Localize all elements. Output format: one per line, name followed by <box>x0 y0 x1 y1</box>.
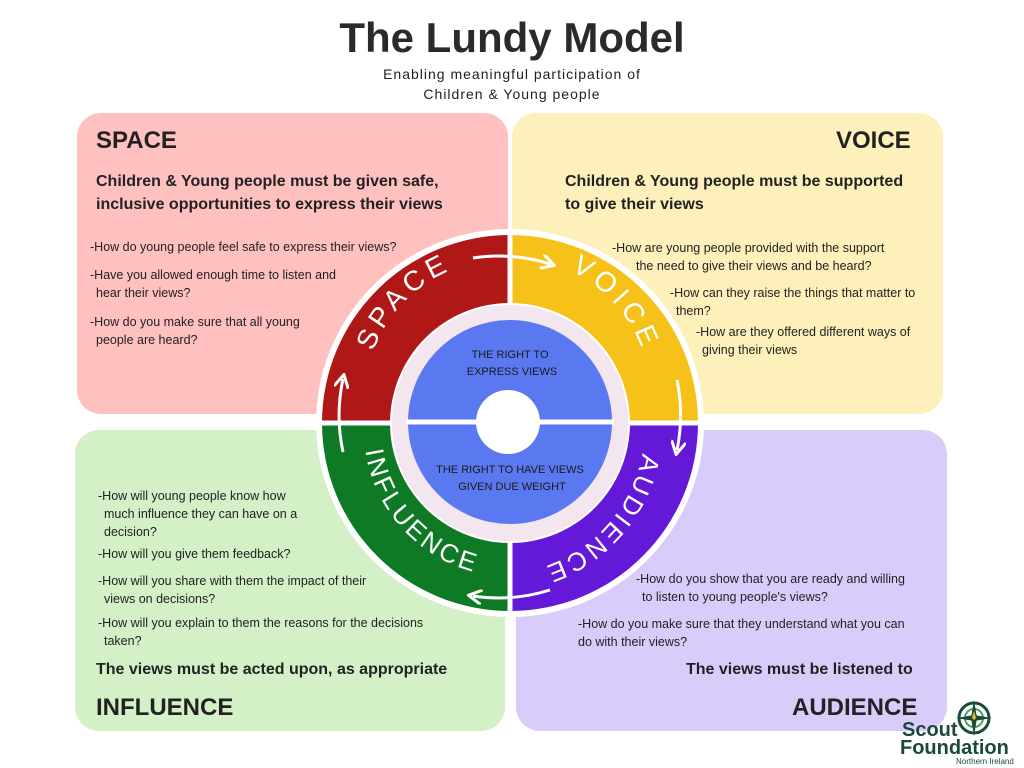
question-line: them? <box>676 304 711 318</box>
space-question: -Have you allowed enough time to listen … <box>90 266 336 302</box>
arrow-influence-to-space <box>339 379 343 453</box>
question-line: -How do young people feel safe to expres… <box>90 240 397 254</box>
space-question: -How do young people feel safe to expres… <box>90 238 396 256</box>
voice-question: -How are they offered different ways of … <box>696 323 910 359</box>
influence-question: -How will you explain to them the reason… <box>98 614 423 650</box>
question-line: -How are they offered different ways of <box>696 325 911 339</box>
logo-word-region: Northern Ireland <box>956 757 1014 766</box>
center-top-line: EXPRESS VIEWS <box>467 366 557 378</box>
influence-ring-segment <box>322 423 510 611</box>
question-line: -How will you share with them the impact… <box>98 574 367 588</box>
question-line: -How will you explain to them the reason… <box>98 616 424 630</box>
question-line: hear their views? <box>96 286 191 300</box>
compass-icon <box>956 700 992 736</box>
question-line: much influence they can have on a <box>104 507 298 521</box>
question-line: views on decisions? <box>104 592 216 606</box>
statement-line: Children & Young people must be supporte… <box>565 173 904 190</box>
question-line: taken? <box>104 634 142 648</box>
question-line: -How are young people provided with the … <box>612 241 885 255</box>
influence-statement: The views must be acted upon, as appropr… <box>96 661 448 678</box>
space-statement: Children & Young people must be given sa… <box>96 170 443 216</box>
statement-line: inclusive opportunities to express their… <box>96 196 443 213</box>
audience-question: -How do you make sure that they understa… <box>578 615 905 651</box>
page-title: The Lundy Model <box>339 14 685 61</box>
voice-question: -How are young people provided with the … <box>612 239 884 275</box>
question-line: to listen to young people's views? <box>642 590 828 604</box>
subtitle-line: Enabling meaningful participation of <box>383 66 641 82</box>
question-line: -How can they raise the things that matt… <box>670 286 916 300</box>
statement-line: to give their views <box>565 196 704 213</box>
question-line: -How do you show that you are ready and … <box>636 572 905 586</box>
voice-statement: Children & Young people must be supporte… <box>565 170 903 216</box>
question-line: do with their views? <box>578 635 688 649</box>
question-line: people are heard? <box>96 333 198 347</box>
question-line: decision? <box>104 525 157 539</box>
question-line: -How will young people know how <box>98 489 286 503</box>
space-question: -How do you make sure that all young peo… <box>90 313 300 349</box>
audience-heading: AUDIENCE <box>792 694 918 721</box>
question-line: -How do you make sure that they understa… <box>578 617 905 631</box>
influence-question: -How will young people know how much inf… <box>98 487 297 541</box>
voice-heading: VOICE <box>836 127 911 154</box>
influence-question: -How will you give them feedback? <box>98 545 290 563</box>
question-line: the need to give their views and be hear… <box>636 259 872 273</box>
subtitle-line: Children & Young people <box>423 86 601 102</box>
center-bottom-line: THE RIGHT TO HAVE VIEWS <box>436 464 584 476</box>
question-line: giving their views <box>702 343 798 357</box>
center-top-line: THE RIGHT TO <box>471 349 548 361</box>
space-heading: SPACE <box>96 127 177 154</box>
voice-question: -How can they raise the things that matt… <box>670 284 915 320</box>
audience-question: -How do you show that you are ready and … <box>636 570 905 606</box>
influence-heading: INFLUENCE <box>96 694 234 721</box>
question-line: -How do you make sure that all young <box>90 315 300 329</box>
scout-foundation-logo: Scout Foundation Northern Ireland <box>900 700 1024 768</box>
arrow-voice-to-audience <box>677 379 681 450</box>
question-line: -Have you allowed enough time to listen … <box>90 268 336 282</box>
logo-word-scout: Scout <box>902 719 958 741</box>
subtitle: Enabling meaningful participation of Chi… <box>0 64 1024 104</box>
question-line: -How will you give them feedback? <box>98 547 291 561</box>
audience-ring-segment <box>510 423 698 611</box>
center-bottom-line: GIVEN DUE WEIGHT <box>458 481 566 493</box>
arrow-space-to-voice <box>472 256 550 264</box>
center-hole <box>476 390 540 454</box>
statement-line: Children & Young people must be given sa… <box>96 173 439 190</box>
logo-word-foundation: Foundation <box>900 737 1009 759</box>
arrow-audience-to-influence <box>473 590 551 598</box>
audience-statement: The views must be listened to <box>686 661 913 678</box>
voice-ring-segment <box>510 235 698 423</box>
space-ring-segment <box>322 235 510 423</box>
influence-question: -How will you share with them the impact… <box>98 572 366 608</box>
